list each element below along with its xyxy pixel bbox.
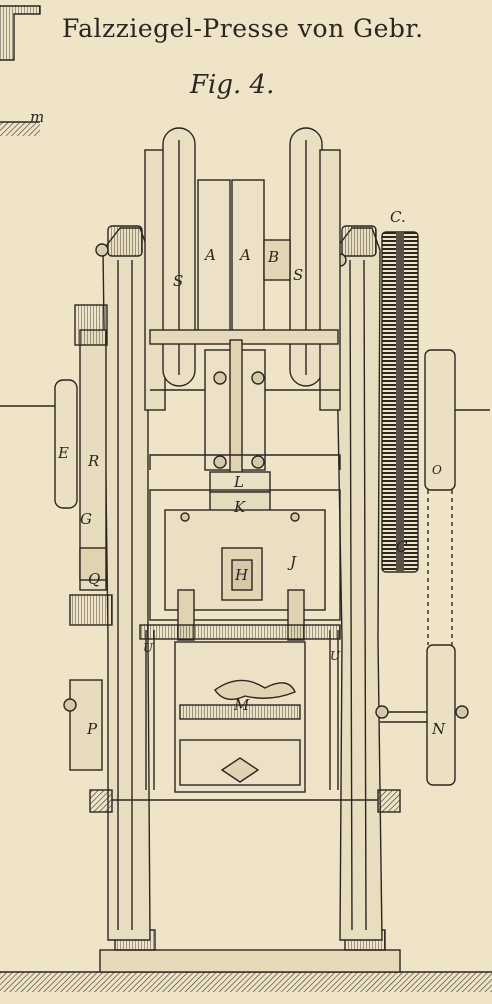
label-u2: U	[330, 649, 341, 663]
label-o: O	[432, 463, 442, 477]
frame-right	[334, 227, 383, 941]
label-a1: A	[205, 246, 216, 264]
mould-table	[139, 624, 341, 640]
tile-profile	[214, 679, 296, 701]
label-g: G	[80, 510, 92, 528]
label-h: H	[235, 566, 249, 584]
label-m: m	[30, 108, 45, 126]
label-c-top: C.	[390, 208, 406, 226]
upright-s-left	[144, 149, 166, 411]
label-j: J	[290, 553, 297, 571]
block-b	[263, 239, 291, 281]
lever-r	[79, 329, 107, 591]
mid-frame	[149, 489, 341, 621]
pulley-n	[426, 644, 456, 786]
label-k: K	[234, 498, 246, 516]
label-a2: A	[240, 246, 251, 264]
label-l: L	[234, 473, 244, 491]
foundation-hatch	[0, 972, 492, 992]
label-q: Q	[88, 570, 101, 588]
label-s2: S	[293, 266, 304, 284]
pulley-o	[424, 349, 456, 491]
block-p	[69, 679, 103, 771]
base-plate	[99, 949, 401, 973]
wheel-e	[54, 379, 78, 509]
label-u1: U	[143, 641, 154, 655]
label-p: P	[87, 720, 98, 738]
ram-housing	[149, 454, 341, 470]
cross-beam	[149, 329, 339, 345]
ground-strip-left	[0, 122, 40, 136]
plate-title: Falzziegel-Presse von Gebr.	[62, 14, 424, 43]
figure-number: Fig. 4.	[190, 70, 275, 100]
label-e: E	[58, 444, 69, 462]
label-r: R	[88, 452, 100, 470]
label-m-mould: M	[234, 696, 250, 714]
label-c-bottom: C	[396, 538, 408, 556]
label-b: B	[268, 248, 280, 266]
frame-left	[102, 227, 151, 941]
label-s1: S	[173, 272, 184, 290]
corner-bracket	[0, 5, 41, 61]
label-n: N	[432, 720, 446, 738]
